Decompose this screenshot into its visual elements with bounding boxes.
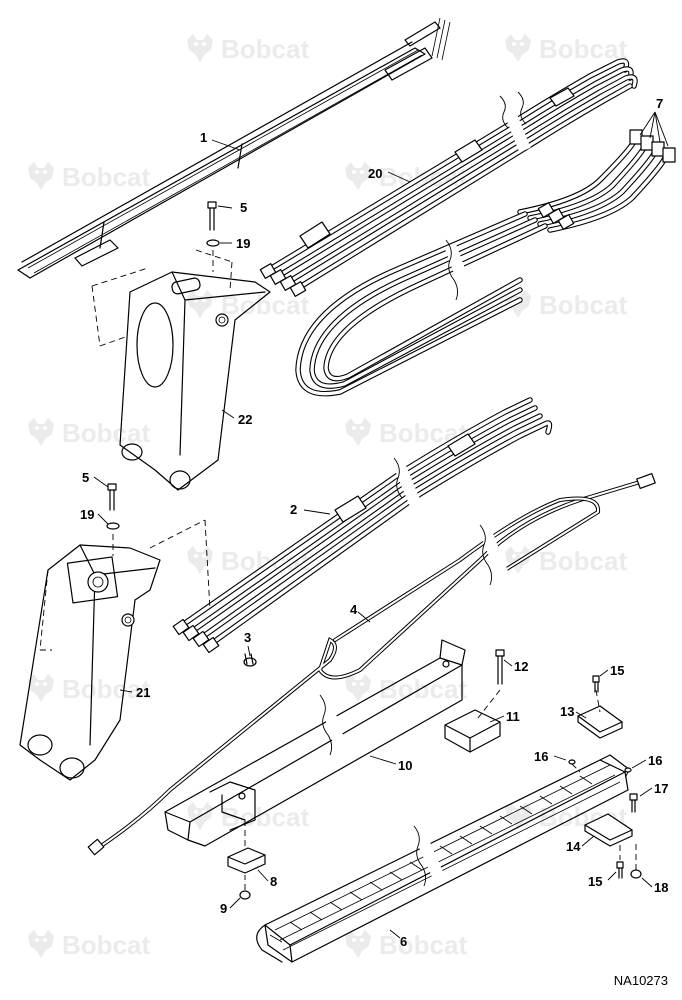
callout-13: 13 (560, 704, 574, 719)
part-13-plate (577, 689, 623, 739)
callout-1: 1 (200, 130, 207, 145)
callout-15-top: 15 (610, 663, 624, 678)
part-18-nut (630, 840, 642, 879)
callout-16-left: 16 (534, 749, 548, 764)
part-8-spacer (227, 820, 266, 874)
watermark-layer: Bobcat Bobcat Bobcat Bobcat Bobcat Bobca… (28, 34, 627, 960)
callout-22: 22 (238, 412, 252, 427)
callout-16-right: 16 (648, 753, 662, 768)
watermark: Bobcat (505, 34, 627, 64)
callout-19-lower: 19 (80, 507, 94, 522)
bobcat-logo-icon (187, 34, 213, 62)
part-12-bolt (477, 649, 505, 719)
watermark-text: Bobcat (62, 418, 150, 448)
watermark-text: Bobcat (62, 930, 150, 960)
part-15-screw-bottom (616, 861, 624, 879)
callout-5: 5 (240, 200, 247, 215)
callout-14: 14 (566, 839, 581, 854)
callout-18: 18 (654, 880, 668, 895)
bobcat-logo-icon (505, 34, 531, 62)
watermark: Bobcat (28, 930, 150, 960)
watermark-text: Bobcat (539, 290, 627, 320)
callout-17: 17 (654, 781, 668, 796)
watermark: Bobcat (28, 418, 150, 448)
callout-9: 9 (220, 901, 227, 916)
bobcat-logo-icon (345, 930, 371, 958)
watermark: Bobcat (187, 290, 309, 320)
watermark-text: Bobcat (62, 674, 150, 704)
callout-2: 2 (290, 502, 297, 517)
callout-3: 3 (244, 630, 251, 645)
watermark-text: Bobcat (221, 34, 309, 64)
bobcat-logo-icon (187, 290, 213, 318)
callout-8: 8 (270, 874, 277, 889)
watermark: Bobcat (345, 674, 467, 704)
callout-11: 11 (506, 709, 520, 724)
callout-21: 21 (136, 685, 150, 700)
part-17-bolt (629, 793, 638, 813)
watermark-text: Bobcat (539, 34, 627, 64)
callout-4: 4 (350, 602, 358, 617)
watermark-text: Bobcat (379, 930, 467, 960)
bolt-lower (106, 483, 120, 556)
watermark: Bobcat (505, 290, 627, 320)
bobcat-logo-icon (345, 418, 371, 446)
bobcat-logo-icon (187, 546, 213, 574)
part-4-wire-harness (87, 472, 656, 856)
bolt-upper (206, 201, 220, 272)
callout-15-bottom: 15 (588, 874, 602, 889)
bobcat-logo-icon (28, 674, 54, 702)
part-9-screw (239, 875, 251, 900)
callout-20: 20 (368, 166, 382, 181)
part-3-screw (243, 653, 257, 667)
part-6-cable-chain (256, 754, 631, 963)
part-21-boom-section (19, 519, 211, 781)
watermark-text: Bobcat (539, 546, 627, 576)
bobcat-logo-icon (28, 418, 54, 446)
watermark: Bobcat (505, 546, 627, 576)
bobcat-logo-icon (345, 674, 371, 702)
part-16-pin-right (623, 767, 632, 781)
callout-7: 7 (656, 96, 663, 111)
part-16-pin-left (568, 759, 581, 773)
watermark: Bobcat (28, 674, 150, 704)
watermark-text: Bobcat (221, 802, 309, 832)
watermark: Bobcat (187, 34, 309, 64)
callout-5-lower: 5 (82, 470, 89, 485)
callout-12: 12 (514, 659, 528, 674)
part-20-hose-loop (295, 129, 676, 397)
watermark-text: Bobcat (62, 162, 150, 192)
callout-6: 6 (400, 934, 407, 949)
part-22-boom-section (91, 249, 271, 491)
part-2-hose-assembly (172, 397, 553, 654)
part-1-hose-assembly (17, 17, 451, 279)
callout-19: 19 (236, 236, 250, 251)
watermark: Bobcat (187, 802, 309, 832)
bobcat-logo-icon (28, 162, 54, 190)
drawing-number: NA10273 (613, 973, 668, 988)
part-20-hose-assembly (259, 58, 638, 297)
watermark-text: Bobcat (379, 674, 467, 704)
watermark: Bobcat (28, 162, 150, 192)
part-14-plate (584, 813, 633, 860)
part-10-trough (164, 639, 466, 847)
callouts: 1 5 19 22 20 7 5 19 2 21 3 4 12 11 10 15… (80, 96, 668, 949)
part-11-bracket (444, 709, 501, 753)
part-15-screw-top (592, 675, 600, 693)
bobcat-logo-icon (28, 930, 54, 958)
leader-lines (93, 111, 669, 939)
watermark: Bobcat (345, 930, 467, 960)
callout-10: 10 (398, 758, 412, 773)
